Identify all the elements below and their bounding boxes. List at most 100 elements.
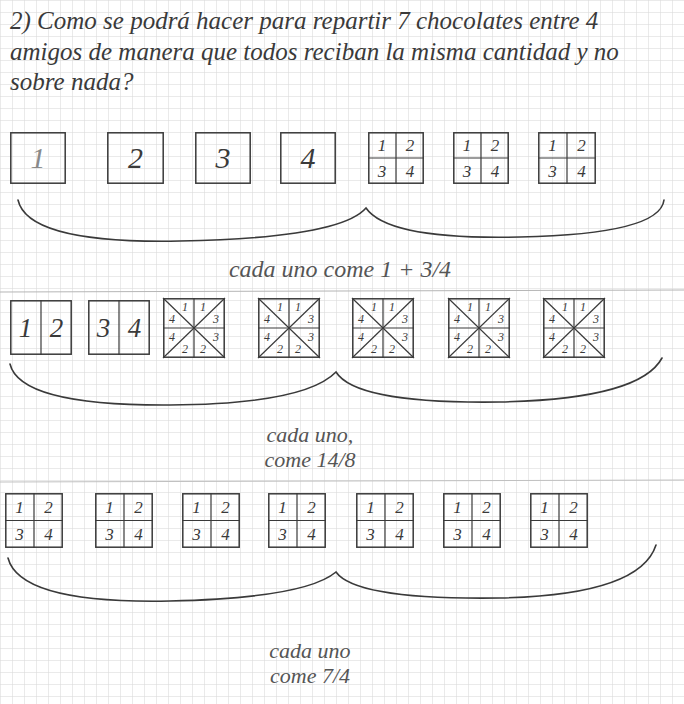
chocolate-bar: 1234 — [268, 493, 326, 548]
piece-number: 3 — [402, 331, 408, 343]
cut-line — [368, 157, 424, 158]
piece-number: 3 — [463, 163, 472, 180]
piece-number: 4 — [454, 313, 460, 325]
piece-number: 4 — [307, 526, 316, 543]
piece-number: 2 — [182, 343, 188, 355]
cut-line — [538, 157, 596, 158]
bar-outline — [5, 493, 63, 548]
piece-number: 1 — [371, 301, 377, 313]
piece-number: 1 — [15, 498, 24, 515]
cut-line — [40, 300, 41, 355]
piece-number: 4 — [358, 313, 364, 325]
piece-number: 4 — [134, 526, 143, 543]
piece-number: 3 — [548, 163, 557, 180]
bar-outline — [448, 298, 510, 358]
piece-number: 1 — [200, 301, 206, 313]
piece-number: 2 — [482, 498, 491, 515]
piece-number: 2 — [295, 343, 301, 355]
chocolate-bar: 11332244 — [448, 298, 510, 358]
chocolate-bar: 1234 — [443, 493, 501, 548]
chocolate-bar: 34 — [88, 300, 150, 355]
piece-number: 2 — [467, 343, 473, 355]
piece-number: 2 — [277, 343, 283, 355]
bar-outline — [352, 298, 414, 358]
piece-number: 4 — [221, 526, 230, 543]
bar-border — [531, 494, 587, 547]
chocolate-bar: 1234 — [182, 493, 240, 548]
piece-number: 1 — [192, 498, 201, 515]
piece-number: 2 — [562, 343, 568, 355]
chocolate-bar: 11332244 — [352, 298, 414, 358]
cut-line — [268, 520, 326, 521]
chocolate-bar: 1234 — [356, 493, 414, 548]
piece-number: 3 — [15, 526, 24, 543]
piece-number: 3 — [308, 313, 314, 325]
chocolate-bar: 2 — [107, 132, 164, 184]
chocolate-bar: 1234 — [538, 132, 596, 184]
piece-number: 4 — [264, 331, 270, 343]
share-caption: cada uno come 1 + 3/4 — [215, 256, 465, 284]
piece-number: 3 — [97, 314, 111, 341]
bar-outline — [163, 298, 225, 358]
piece-number: 3 — [402, 313, 408, 325]
bar-outline — [368, 132, 424, 184]
piece-number: 4 — [549, 331, 555, 343]
chocolate-bar: 1 2 3 4 — [453, 132, 509, 184]
piece-number: 3 — [105, 526, 114, 543]
piece-number: 4 — [169, 331, 175, 343]
piece-number: 1 — [366, 498, 375, 515]
piece-number: 2 — [395, 498, 404, 515]
piece-number: 1 — [278, 498, 287, 515]
piece-number: 1 — [105, 498, 114, 515]
bar-border — [281, 133, 335, 183]
share-caption: cada uno, come 14/8 — [250, 422, 370, 473]
bar-border — [544, 299, 604, 357]
piece-number: 3 — [216, 143, 231, 173]
piece-number: 4 — [491, 163, 500, 180]
piece-number: 2 — [128, 143, 143, 173]
bar-outline — [182, 493, 240, 548]
bar-border — [108, 133, 163, 183]
bar-border — [259, 299, 319, 357]
cut-line — [258, 298, 320, 358]
piece-number: 3 — [540, 526, 549, 543]
chocolate-bar: 1234 — [5, 493, 63, 548]
cut-line — [182, 520, 240, 521]
piece-number: 2 — [50, 314, 64, 341]
piece-number: 2 — [491, 137, 500, 154]
piece-number: 1 — [453, 498, 462, 515]
piece-number: 3 — [453, 526, 462, 543]
cut-line — [5, 520, 63, 521]
bar-border — [449, 299, 509, 357]
bar-border — [11, 301, 71, 354]
cut-line — [530, 520, 588, 521]
cut-line — [453, 157, 509, 158]
piece-number: 1 — [562, 301, 568, 313]
chocolate-bar: 11332244 — [258, 298, 320, 358]
cut-line — [118, 300, 119, 355]
piece-number: 2 — [134, 498, 143, 515]
piece-number: 2 — [307, 498, 316, 515]
bar-outline — [268, 493, 326, 548]
bar-border — [454, 133, 508, 183]
bar-border — [357, 494, 413, 547]
bar-border — [89, 301, 149, 354]
piece-number: 1 — [277, 301, 283, 313]
piece-number: 4 — [358, 331, 364, 343]
cut-line — [448, 298, 510, 358]
piece-number: 1 — [389, 301, 395, 313]
chocolate-bar: 1 2 3 4 — [95, 493, 153, 548]
piece-number: 2 — [569, 498, 578, 515]
cut-line — [352, 298, 414, 358]
piece-number: 3 — [308, 331, 314, 343]
piece-number: 1 — [463, 137, 472, 154]
piece-number: 1 — [295, 301, 301, 313]
cut-line — [543, 298, 605, 358]
bar-outline — [258, 298, 320, 358]
piece-number: 2 — [371, 343, 377, 355]
cut-line — [356, 520, 414, 521]
curly-brace — [18, 200, 664, 241]
bar-border — [353, 299, 413, 357]
